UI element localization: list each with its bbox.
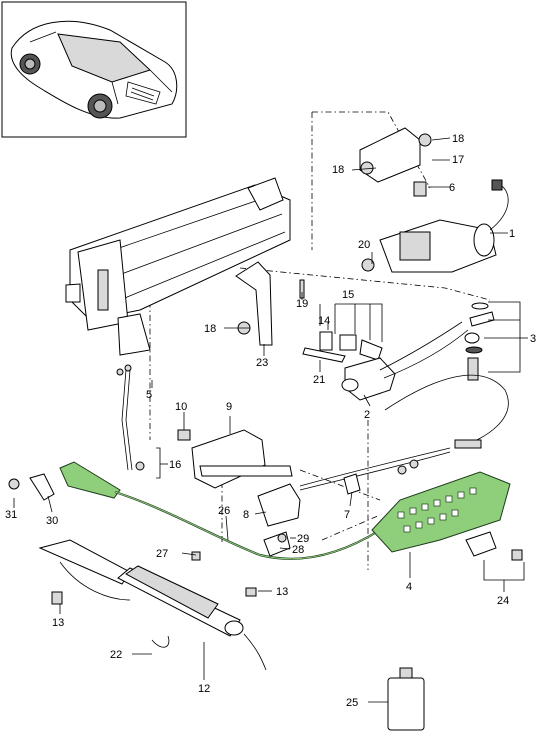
callout-12: 12 [198, 683, 210, 695]
callout-4: 4 [406, 581, 412, 593]
callout-8: 8 [243, 509, 249, 521]
callout-25: 25 [346, 697, 358, 709]
callout-14: 14 [318, 315, 330, 327]
callout-labels: 18 17 18 6 1 20 19 15 18 14 3 23 21 5 2 … [5, 133, 536, 709]
callout-15: 15 [342, 289, 354, 301]
hose-connectors [464, 302, 495, 381]
callout-24: 24 [497, 595, 509, 607]
callout-26: 26 [218, 505, 230, 517]
leader-lines [13, 137, 528, 703]
vehicle-overview-inset [1, 1, 187, 138]
callout-20: 20 [358, 239, 370, 251]
callout-18-mid: 18 [204, 323, 216, 335]
callout-1: 1 [509, 228, 515, 240]
callout-28: 28 [292, 544, 304, 556]
reference-lines [149, 111, 491, 570]
callout-27: 27 [156, 548, 168, 560]
bolt-set-24 [465, 531, 523, 561]
callout-18-left: 18 [332, 164, 344, 176]
callout-29: 29 [297, 533, 309, 545]
cable-runs [114, 439, 482, 560]
gear-rack-assembly [371, 459, 511, 553]
callout-31: 31 [5, 509, 17, 521]
callout-6: 6 [449, 182, 455, 194]
left-linkage [116, 364, 293, 489]
callout-22: 22 [110, 649, 122, 661]
valve-assembly [237, 279, 509, 446]
hydraulic-cylinder [38, 539, 267, 671]
callout-5: 5 [146, 389, 152, 401]
callout-9: 9 [226, 401, 232, 413]
callout-23: 23 [256, 357, 268, 369]
fluid-bottle [387, 667, 425, 731]
callout-16: 16 [169, 459, 181, 471]
convertible-car-illustration [10, 20, 178, 119]
callout-30: 30 [46, 515, 58, 527]
callout-13-right: 13 [276, 586, 288, 598]
callout-10: 10 [175, 401, 187, 413]
callout-7: 7 [344, 509, 350, 521]
left-highlighted-bracket [8, 461, 121, 501]
callout-17: 17 [452, 154, 464, 166]
callout-3: 3 [530, 333, 536, 345]
motor-mount-area [359, 127, 509, 273]
clips [257, 473, 361, 557]
callout-2: 2 [364, 409, 370, 421]
callout-19: 19 [296, 298, 308, 310]
callout-18-top: 18 [452, 133, 464, 145]
top-frame-assembly [65, 177, 291, 356]
callout-13-left: 13 [52, 617, 64, 629]
callout-21: 21 [313, 374, 325, 386]
